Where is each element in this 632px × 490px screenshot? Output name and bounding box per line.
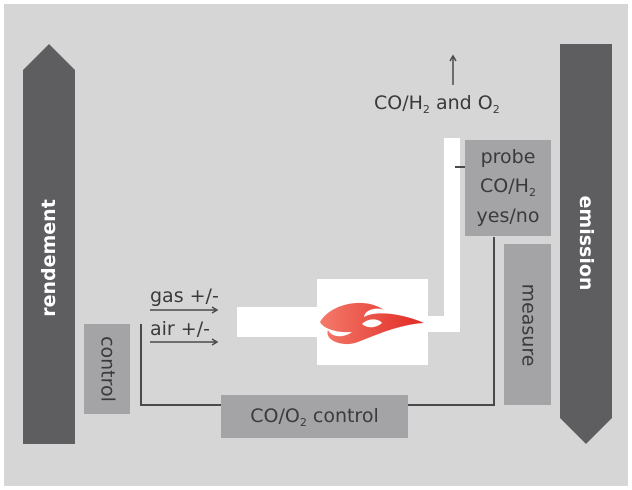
emission-arrow <box>560 44 612 444</box>
control-connector <box>140 324 221 406</box>
flame-icon <box>320 302 424 345</box>
air-arrow-head <box>211 338 219 346</box>
exhaust-vertical <box>444 138 460 332</box>
probe-box: probe CO/H2 yes/no <box>465 140 551 236</box>
control-box: control <box>84 324 130 414</box>
measure-connector <box>408 237 495 406</box>
burner-inlet <box>237 307 319 337</box>
output-arrow-head <box>449 54 457 62</box>
measure-box: measure <box>504 244 551 405</box>
control-label: control <box>96 336 119 402</box>
measure-label: measure <box>517 283 539 366</box>
probe-gas: CO/H2 <box>480 175 536 199</box>
probe-answer: yes/no <box>476 205 540 227</box>
air-label: air +/- <box>150 318 210 340</box>
output-label: CO/H2 and O2 <box>374 92 500 116</box>
gas-label: gas +/- <box>150 285 219 307</box>
gas-arrow-head <box>211 306 219 314</box>
co-o2-control-box: CO/O2 control <box>221 395 408 438</box>
rendement-arrow <box>23 44 75 444</box>
co-o2-control-label: CO/O2 control <box>250 405 379 429</box>
probe-title: probe <box>480 146 536 168</box>
